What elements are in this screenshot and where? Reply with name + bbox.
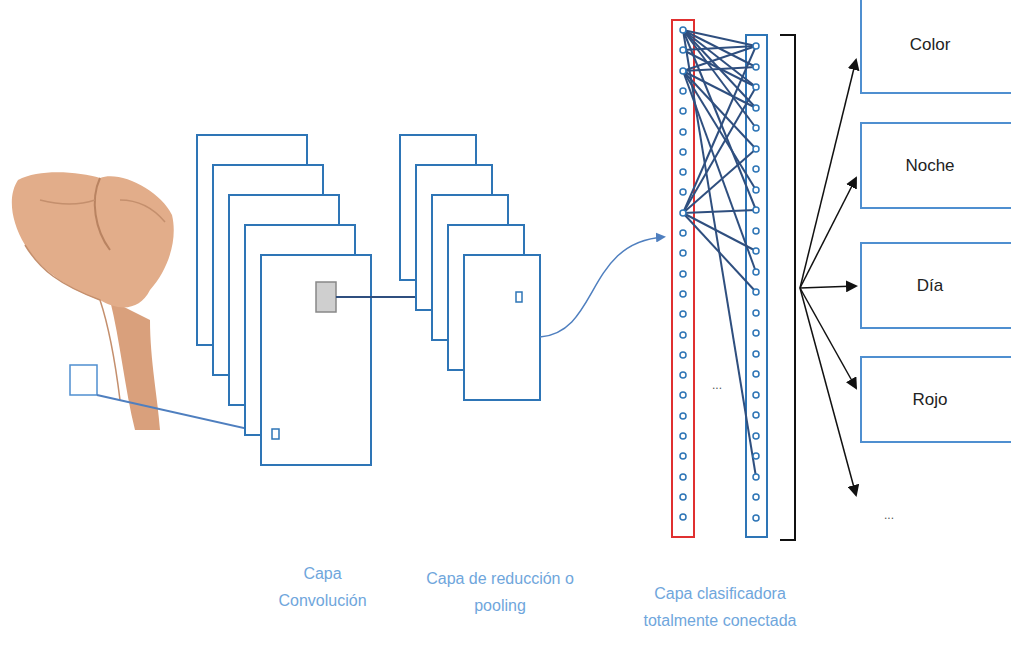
class-label: Día [917,276,957,296]
class-box: Noche [860,122,1011,209]
layer-caption: Capa Convolución [265,560,380,614]
class-box: Color [860,0,1011,94]
class-label: Color [910,35,965,55]
class-box: Rojo [860,356,1011,443]
neurons [680,27,759,521]
kernel-window [316,282,336,312]
layer-caption: Capa clasificadora totalmente conectada [625,580,815,634]
ellipsis: ... [712,378,742,392]
convolution-maps [197,135,371,465]
bracket [780,35,795,540]
flatten-arrow [540,237,664,337]
output-arrows [800,60,856,495]
ellipsis: ... [884,508,914,522]
fc-connections [683,30,756,477]
hand-image [12,172,174,430]
input-layer [672,20,694,537]
pooling-maps [400,135,540,400]
layer-caption: Capa de reducción o pooling [425,565,575,619]
class-label: Rojo [913,390,962,410]
class-box: Día [860,242,1011,329]
class-label: Noche [905,156,968,176]
